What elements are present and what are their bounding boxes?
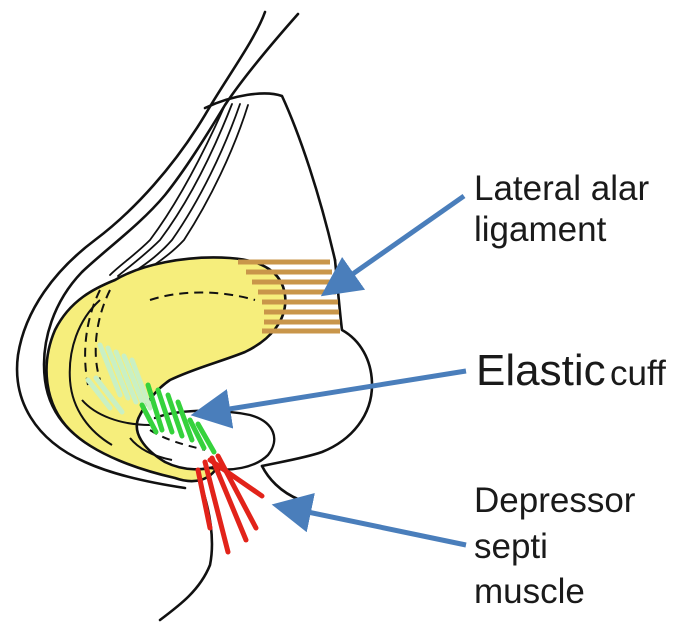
lower-lateral-cartilage: [47, 257, 286, 481]
label-lateral-alar-line1: Lateral alar: [474, 168, 649, 209]
label-depressor-septi-muscle: Depressor septi muscle: [474, 478, 635, 615]
label-depressor-line2: septi: [474, 524, 635, 570]
label-lateral-alar-line2: ligament: [474, 209, 649, 250]
arrow-elastic-cuff: [198, 371, 466, 414]
arrow-depressor-septi: [279, 506, 466, 545]
arrow-lateral-alar-ligament: [327, 196, 464, 292]
label-elastic-cuff: Elastic cuff: [476, 345, 666, 397]
label-depressor-line3: muscle: [474, 569, 635, 615]
label-lateral-alar-ligament: Lateral alar ligament: [474, 168, 649, 251]
upper-lateral-cartilage-lines: [110, 104, 248, 277]
label-cuff-word: cuff: [610, 354, 666, 393]
label-elastic-word: Elastic: [476, 346, 606, 395]
label-depressor-line1: Depressor: [474, 478, 635, 524]
